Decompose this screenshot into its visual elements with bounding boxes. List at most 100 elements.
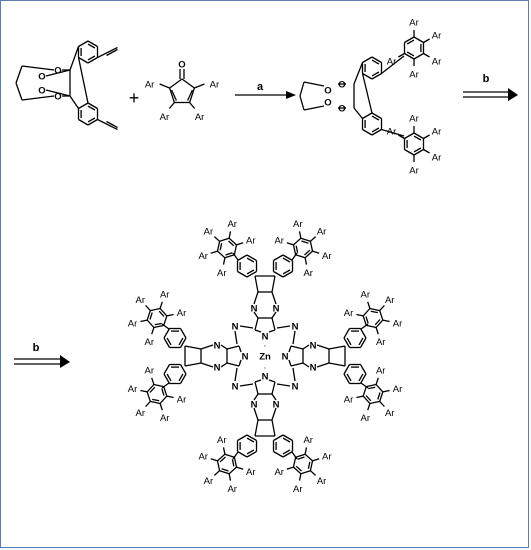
aryl-substituent: Ar — [136, 408, 146, 419]
phenanthrene-ring — [362, 56, 373, 64]
pentaaryl-phenyl-ring — [219, 470, 230, 475]
reagent-label-b-top: b — [483, 73, 490, 85]
pentaaryl-phenyl-ring — [219, 456, 226, 463]
pentaaryl-phenyl-ring — [151, 327, 155, 335]
pentaaryl-phenyl-ring — [368, 386, 376, 390]
pentaaryl-phenyl-ring — [309, 241, 314, 252]
pyrazine-ring — [200, 362, 214, 368]
pyrrole-ring — [268, 379, 276, 383]
pentaaryl-phenyl-ring — [297, 456, 305, 460]
phenanthrene-ring — [87, 105, 96, 111]
aryl-substituent: Ar — [198, 452, 208, 463]
oxygen-atom: O — [324, 85, 331, 96]
pentaaryl-phenyl-ring — [228, 240, 235, 247]
pentaaryl-phenyl-ring — [406, 39, 415, 45]
phenanthrene-ring — [271, 275, 276, 293]
pentaaryl-phenyl-ring — [236, 466, 244, 470]
pyrrole-ring — [271, 317, 276, 331]
aryl-substituent: Ar — [198, 251, 208, 262]
pyrrole-ring — [271, 381, 276, 395]
aryl-substituent: Ar — [385, 408, 395, 419]
pentaaryl-phenyl-ring — [159, 308, 168, 317]
aryl-substituent: Ar — [303, 268, 313, 279]
pyrazine-nitrogen: N — [251, 303, 258, 314]
phenanthrene-ring — [87, 117, 96, 123]
bond — [353, 107, 364, 119]
phenanthrene-ring — [237, 270, 248, 278]
phenanthrene-ring — [282, 449, 291, 455]
pyrrole-ring — [254, 317, 259, 331]
bond — [161, 382, 170, 389]
pentaaryl-phenyl-ring — [225, 252, 233, 256]
phenanthrene-ring — [78, 118, 89, 126]
aryl-substituent: Ar — [303, 435, 313, 446]
aryl-substituent: Ar — [409, 17, 419, 28]
phenanthrene-ring — [362, 72, 373, 80]
pentaaryl-phenyl-ring — [365, 395, 372, 402]
ethylene-bridge — [299, 95, 305, 111]
zinc-atom: Zn — [259, 351, 271, 362]
aryl-substituent: Ar — [274, 467, 284, 478]
pentaaryl-phenyl-ring — [375, 327, 379, 335]
pentaaryl-phenyl-ring — [369, 400, 380, 405]
bond — [291, 252, 298, 261]
aryl-substituent: Ar — [344, 395, 354, 406]
pyrazine-ring — [316, 362, 330, 368]
pentaaryl-phenyl-ring — [292, 457, 297, 468]
oxygen-atom: O — [54, 65, 61, 76]
phenanthrene-ring — [78, 56, 89, 64]
bond — [161, 323, 170, 330]
pentaaryl-phenyl-ring — [298, 231, 302, 239]
pyrazine-ring — [271, 407, 277, 421]
pentaaryl-phenyl-ring — [374, 319, 381, 326]
phenanthrene-ring — [273, 450, 284, 458]
cyclopentadienone-ring — [181, 78, 195, 89]
pentaaryl-phenyl-ring — [365, 316, 369, 324]
phenanthrene-ring — [254, 275, 259, 293]
pentaaryl-phenyl-ring — [370, 310, 378, 314]
meso-nitrogen: N — [232, 321, 239, 332]
phenanthrene-ring — [163, 337, 171, 348]
pyrazine-nitrogen: N — [214, 340, 221, 351]
aryl-substituent: Ar — [317, 476, 327, 487]
aryl-substituent: Ar — [293, 484, 303, 495]
aryl-substituent: Ar — [322, 452, 332, 463]
pentaaryl-phenyl-ring — [406, 51, 415, 57]
pentaaryl-phenyl-ring — [413, 36, 424, 44]
reagent-label-b-bottom: b — [33, 342, 40, 354]
oxygen-atom: O — [38, 71, 45, 82]
ethynyl-group — [97, 118, 106, 125]
ethylene-bridge — [15, 65, 23, 84]
pentaaryl-phenyl-ring — [149, 312, 153, 320]
pentaaryl-phenyl-ring — [362, 395, 371, 404]
pentaaryl-phenyl-ring — [362, 386, 367, 397]
phenanthrene-ring — [184, 362, 202, 367]
pyrrole-nitrogen: N — [282, 351, 289, 362]
phenanthrene-ring — [178, 337, 184, 346]
pentaaryl-phenyl-ring — [217, 453, 226, 462]
pentaaryl-phenyl-ring — [375, 377, 379, 385]
phenanthrene-ring — [246, 254, 257, 262]
aryl-substituent: Ar — [432, 56, 442, 67]
pentaaryl-phenyl-ring — [153, 324, 164, 329]
phenanthrene-ring — [359, 337, 367, 348]
ethynyl-group — [97, 52, 106, 59]
meso-bridge — [234, 367, 238, 382]
phenanthrene-ring — [371, 112, 382, 120]
meso-nitrogen: N — [292, 381, 299, 392]
pentaaryl-phenyl-ring — [159, 395, 168, 404]
phenanthrene-ring — [87, 43, 96, 49]
bond — [232, 451, 239, 460]
phenanthrene-ring — [237, 434, 248, 442]
bond — [381, 128, 405, 137]
pentaaryl-phenyl-ring — [228, 473, 232, 481]
pentaaryl-phenyl-ring — [423, 148, 430, 154]
phenanthrene-ring — [359, 364, 367, 375]
pentaaryl-phenyl-ring — [379, 304, 385, 312]
pyrrole-nitrogen: N — [262, 331, 269, 342]
pentaaryl-phenyl-ring — [151, 377, 155, 385]
bond — [189, 102, 196, 109]
pentaaryl-phenyl-ring — [404, 132, 415, 140]
phenanthrene-ring — [87, 55, 96, 61]
